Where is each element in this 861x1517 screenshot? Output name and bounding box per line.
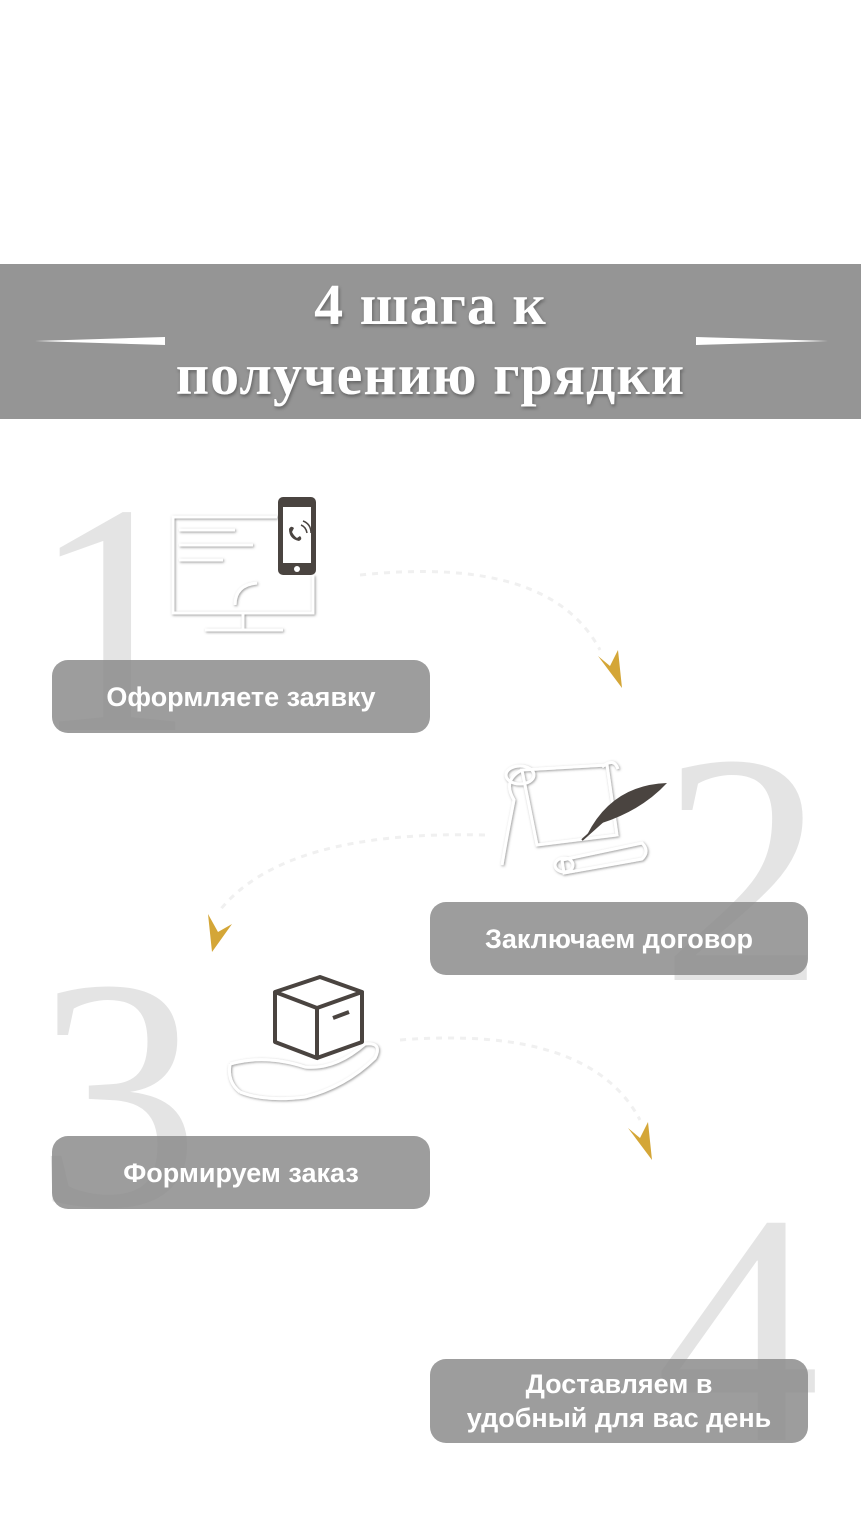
step-4-label: Доставляем в удобный для вас день: [430, 1359, 808, 1443]
arrow-down-icon: [598, 650, 622, 688]
step-2-label: Заключаем договор: [430, 902, 808, 975]
step-number-2: 2: [660, 687, 825, 1052]
decorative-line-left: [35, 337, 165, 345]
step-number-4: 4: [655, 1147, 820, 1512]
title-line-2: получению грядки: [175, 342, 686, 407]
step-1-text: Оформляете заявку: [106, 681, 376, 712]
step-4-text-line-1: Доставляем в: [525, 1369, 713, 1399]
step-1-label: Оформляете заявку: [52, 660, 430, 733]
step-3-label: Формируем заказ: [52, 1136, 430, 1209]
connector-curve-1: [359, 570, 602, 651]
arrow-down-icon: [628, 1122, 652, 1160]
step-2-text: Заключаем договор: [484, 923, 754, 954]
step-number-3: 3: [35, 912, 200, 1277]
decorative-line-right: [696, 337, 828, 345]
page-title: 4 шага к получению грядки: [0, 270, 861, 410]
step-3-text: Формируем заказ: [123, 1157, 359, 1188]
title-line-1: 4 шага к: [314, 272, 547, 337]
step-4-text-line-2: удобный для вас день: [466, 1403, 772, 1433]
arrow-down-icon: [208, 914, 232, 952]
connector-curve-3: [399, 1036, 642, 1121]
connector-curve-2: [218, 833, 486, 911]
box-hand-icon: [228, 975, 379, 1101]
scroll-quill-icon: [500, 761, 667, 875]
computer-phone-icon: [171, 497, 316, 632]
